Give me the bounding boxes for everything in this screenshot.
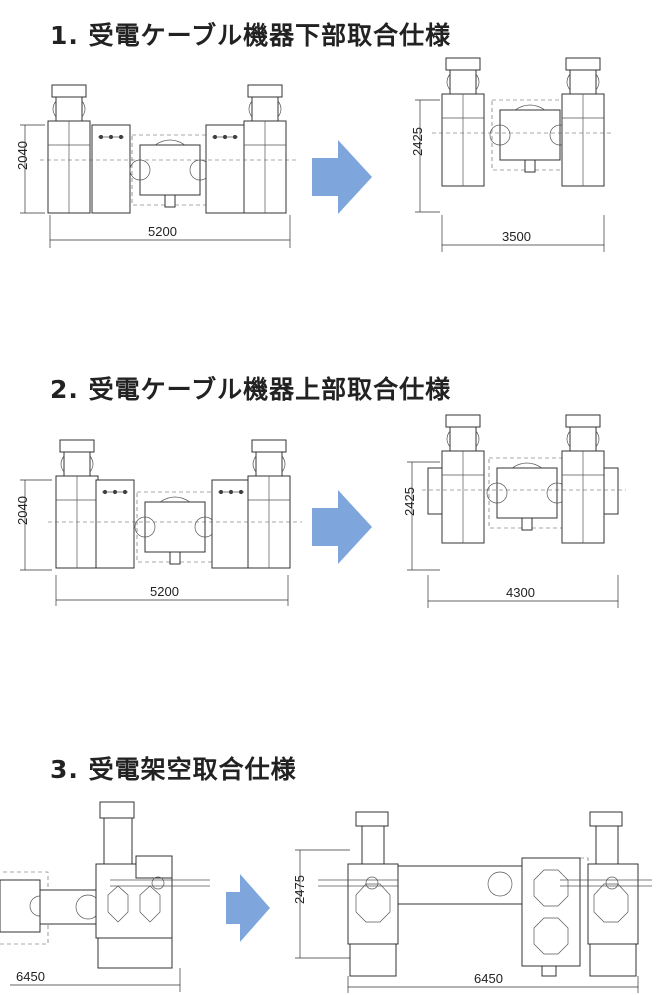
s2-after-height-dim: 2425: [402, 487, 417, 516]
s1-after-width-dim: 3500: [502, 229, 531, 244]
section-1-title: 1. 受電ケーブル機器下部取合仕様: [50, 21, 452, 50]
section-2-title: 2. 受電ケーブル機器上部取合仕様: [50, 375, 452, 404]
arrow-right-icon: [312, 490, 372, 564]
s3-after-width-dim: 6450: [474, 971, 503, 986]
section-3-title: 3. 受電架空取合仕様: [50, 755, 297, 784]
arrow-right-icon: [226, 874, 270, 942]
section-2-after-drawing: [407, 414, 626, 608]
section-1-after-drawing: [415, 57, 612, 252]
s2-after-width-dim: 4300: [506, 585, 535, 600]
s3-after-height-dim: 2475: [292, 875, 307, 904]
s2-before-width-dim: 5200: [150, 584, 179, 599]
section-3-after-drawing: [295, 811, 652, 993]
s1-before-width-dim: 5200: [148, 224, 177, 239]
s3-before-width-dim: 6450: [16, 969, 45, 984]
section-3-before-drawing: [0, 801, 210, 992]
s1-after-height-dim: 2425: [410, 127, 425, 156]
section-1-before-drawing: [20, 84, 298, 248]
s1-before-height-dim: 2040: [15, 141, 30, 170]
s2-before-height-dim: 2040: [15, 496, 30, 525]
arrow-right-icon: [312, 140, 372, 214]
section-2-before-drawing: [20, 439, 302, 606]
